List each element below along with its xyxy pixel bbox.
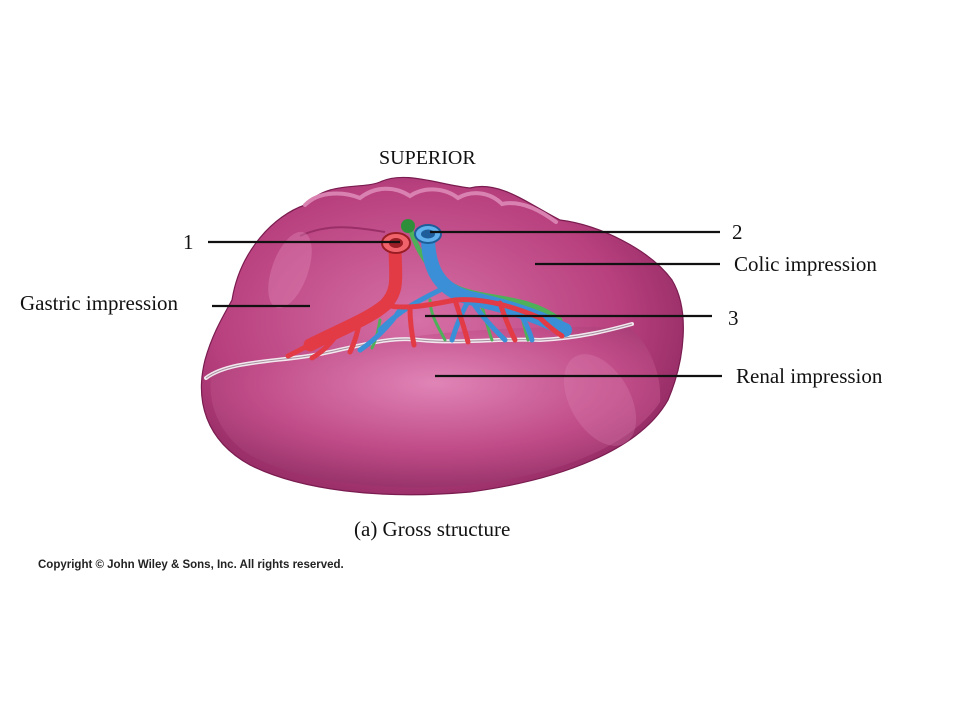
label-2: 2 — [732, 220, 743, 244]
label-3: 3 — [728, 306, 739, 330]
label-1: 1 — [183, 230, 194, 254]
label-gastric-impression: Gastric impression — [20, 291, 179, 315]
figure-caption: (a) Gross structure — [354, 517, 511, 541]
renal-region — [210, 327, 661, 488]
label-renal-impression: Renal impression — [736, 364, 883, 388]
label-colic-impression: Colic impression — [734, 252, 877, 276]
copyright-notice: Copyright © John Wiley & Sons, Inc. All … — [38, 559, 344, 571]
orientation-label: SUPERIOR — [379, 147, 476, 169]
